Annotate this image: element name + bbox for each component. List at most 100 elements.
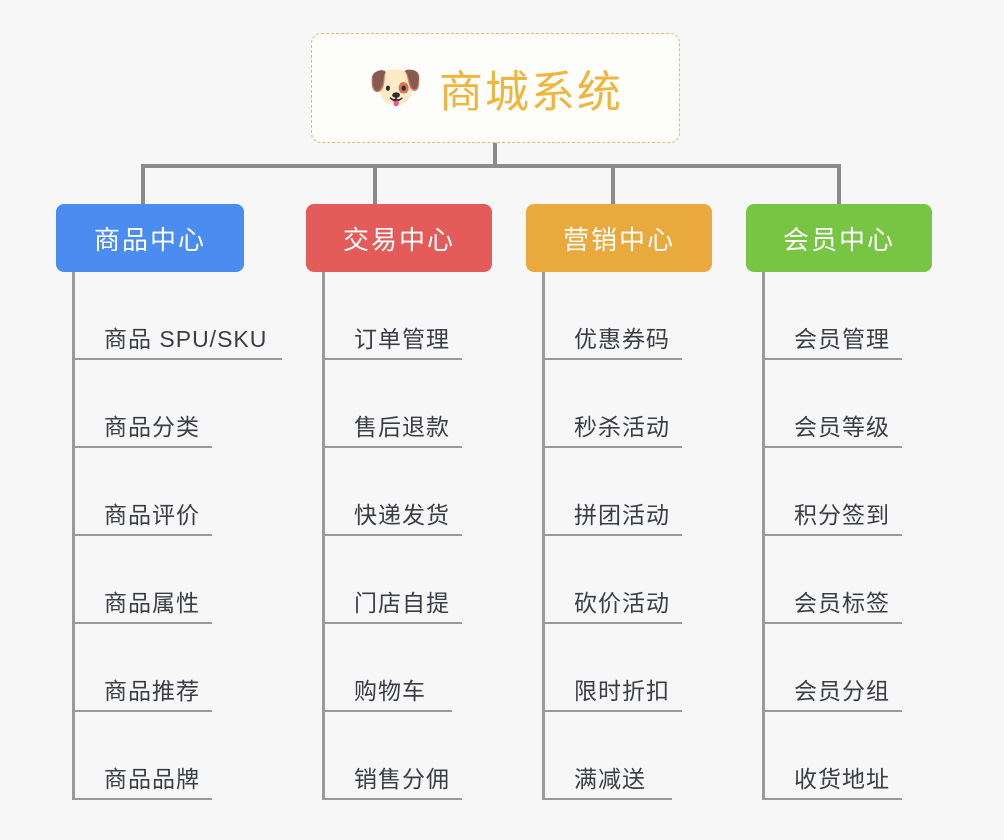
leaf-label: 秒杀活动 [574,414,670,440]
leaf-label: 满减送 [574,766,646,792]
leaf-label: 商品 SPU/SKU [104,326,268,352]
list-item[interactable]: 商品 SPU/SKU [72,272,286,360]
list-item[interactable]: 商品评价 [72,448,286,536]
branch-trade-center: 交易中心 订单管理 售后退款 快递发货 门店自提 购物车 [306,204,536,800]
leaf-list-member-center: 会员管理 会员等级 积分签到 会员标签 会员分组 收货地址 [762,272,976,800]
leaf-underline [322,358,462,360]
branch-spine [322,272,325,800]
branch-header-label: 商品中心 [93,224,206,255]
leaf-label: 商品属性 [104,590,200,616]
branch-spine [72,272,75,800]
leaf-underline [322,534,462,536]
leaf-label: 售后退款 [354,414,450,440]
leaf-label: 商品推荐 [104,678,200,704]
leaf-label: 收货地址 [794,766,890,792]
leaf-underline [322,798,462,800]
branch-spine [542,272,545,800]
branch-member-center: 会员中心 会员管理 会员等级 积分签到 会员标签 会员分组 [746,204,976,800]
leaf-label: 门店自提 [354,590,450,616]
leaf-underline [322,622,462,624]
leaf-underline [762,534,902,536]
leaf-underline [542,358,682,360]
leaf-label: 会员分组 [794,678,890,704]
root-title: 商城系统 [438,68,623,117]
leaf-underline [762,798,902,800]
list-item[interactable]: 售后退款 [322,360,536,448]
connector-horizontal-bus [141,164,841,168]
leaf-underline [72,622,212,624]
list-item[interactable]: 收货地址 [762,712,976,800]
list-item[interactable]: 购物车 [322,624,536,712]
branch-header-label: 营销中心 [562,224,675,255]
connector-drop-2 [373,164,377,204]
branch-header-trade-center[interactable]: 交易中心 [306,204,492,272]
list-item[interactable]: 订单管理 [322,272,536,360]
branch-header-member-center[interactable]: 会员中心 [746,204,932,272]
list-item[interactable]: 限时折扣 [542,624,756,712]
list-item[interactable]: 销售分佣 [322,712,536,800]
leaf-underline [72,358,282,360]
leaf-underline [72,446,212,448]
leaf-underline [542,446,682,448]
list-item[interactable]: 满减送 [542,712,756,800]
leaf-underline [762,622,902,624]
branch-header-product-center[interactable]: 商品中心 [56,204,244,272]
list-item[interactable]: 优惠券码 [542,272,756,360]
list-item[interactable]: 商品推荐 [72,624,286,712]
leaf-underline [322,710,452,712]
leaf-underline [322,446,462,448]
leaf-label: 商品品牌 [104,766,200,792]
shiba-dog-face-icon: 🐶 [368,63,423,112]
list-item[interactable]: 会员分组 [762,624,976,712]
leaf-label: 会员管理 [794,326,890,352]
leaf-label: 会员等级 [794,414,890,440]
connector-drop-3 [611,164,615,204]
leaf-label: 拼团活动 [574,502,670,528]
list-item[interactable]: 门店自提 [322,536,536,624]
leaf-label: 会员标签 [794,590,890,616]
list-item[interactable]: 快递发货 [322,448,536,536]
list-item[interactable]: 商品分类 [72,360,286,448]
list-item[interactable]: 商品属性 [72,536,286,624]
list-item[interactable]: 砍价活动 [542,536,756,624]
leaf-underline [762,358,902,360]
branch-product-center: 商品中心 商品 SPU/SKU 商品分类 商品评价 商品属性 商品推荐 [56,204,306,800]
leaf-list-trade-center: 订单管理 售后退款 快递发货 门店自提 购物车 销售分佣 [322,272,536,800]
leaf-underline [542,622,682,624]
leaf-label: 商品评价 [104,502,200,528]
list-item[interactable]: 商品品牌 [72,712,286,800]
branch-marketing-center: 营销中心 优惠券码 秒杀活动 拼团活动 砍价活动 限时折扣 [526,204,756,800]
leaf-label: 优惠券码 [574,326,670,352]
leaf-underline [72,798,212,800]
list-item[interactable]: 秒杀活动 [542,360,756,448]
leaf-underline [72,534,212,536]
connector-drop-4 [837,164,841,204]
branch-header-marketing-center[interactable]: 营销中心 [526,204,712,272]
list-item[interactable]: 拼团活动 [542,448,756,536]
list-item[interactable]: 会员等级 [762,360,976,448]
leaf-label: 销售分佣 [354,766,450,792]
leaf-underline [542,798,672,800]
list-item[interactable]: 积分签到 [762,448,976,536]
leaf-label: 商品分类 [104,414,200,440]
leaf-underline [72,710,212,712]
branch-header-label: 交易中心 [342,224,455,255]
leaf-underline [762,710,902,712]
list-item[interactable]: 会员标签 [762,536,976,624]
connector-root-stem [493,143,497,167]
leaf-label: 订单管理 [354,326,450,352]
root-node[interactable]: 🐶 商城系统 [311,33,680,143]
branch-header-label: 会员中心 [782,224,895,255]
leaf-label: 购物车 [354,678,426,704]
leaf-label: 快递发货 [354,502,450,528]
connector-drop-1 [141,164,145,204]
leaf-label: 砍价活动 [574,590,670,616]
branch-spine [762,272,765,800]
leaf-list-marketing-center: 优惠券码 秒杀活动 拼团活动 砍价活动 限时折扣 满减送 [542,272,756,800]
leaf-list-product-center: 商品 SPU/SKU 商品分类 商品评价 商品属性 商品推荐 商品品牌 [72,272,286,800]
leaf-label: 限时折扣 [574,678,670,704]
leaf-underline [542,534,682,536]
leaf-underline [762,446,902,448]
list-item[interactable]: 会员管理 [762,272,976,360]
